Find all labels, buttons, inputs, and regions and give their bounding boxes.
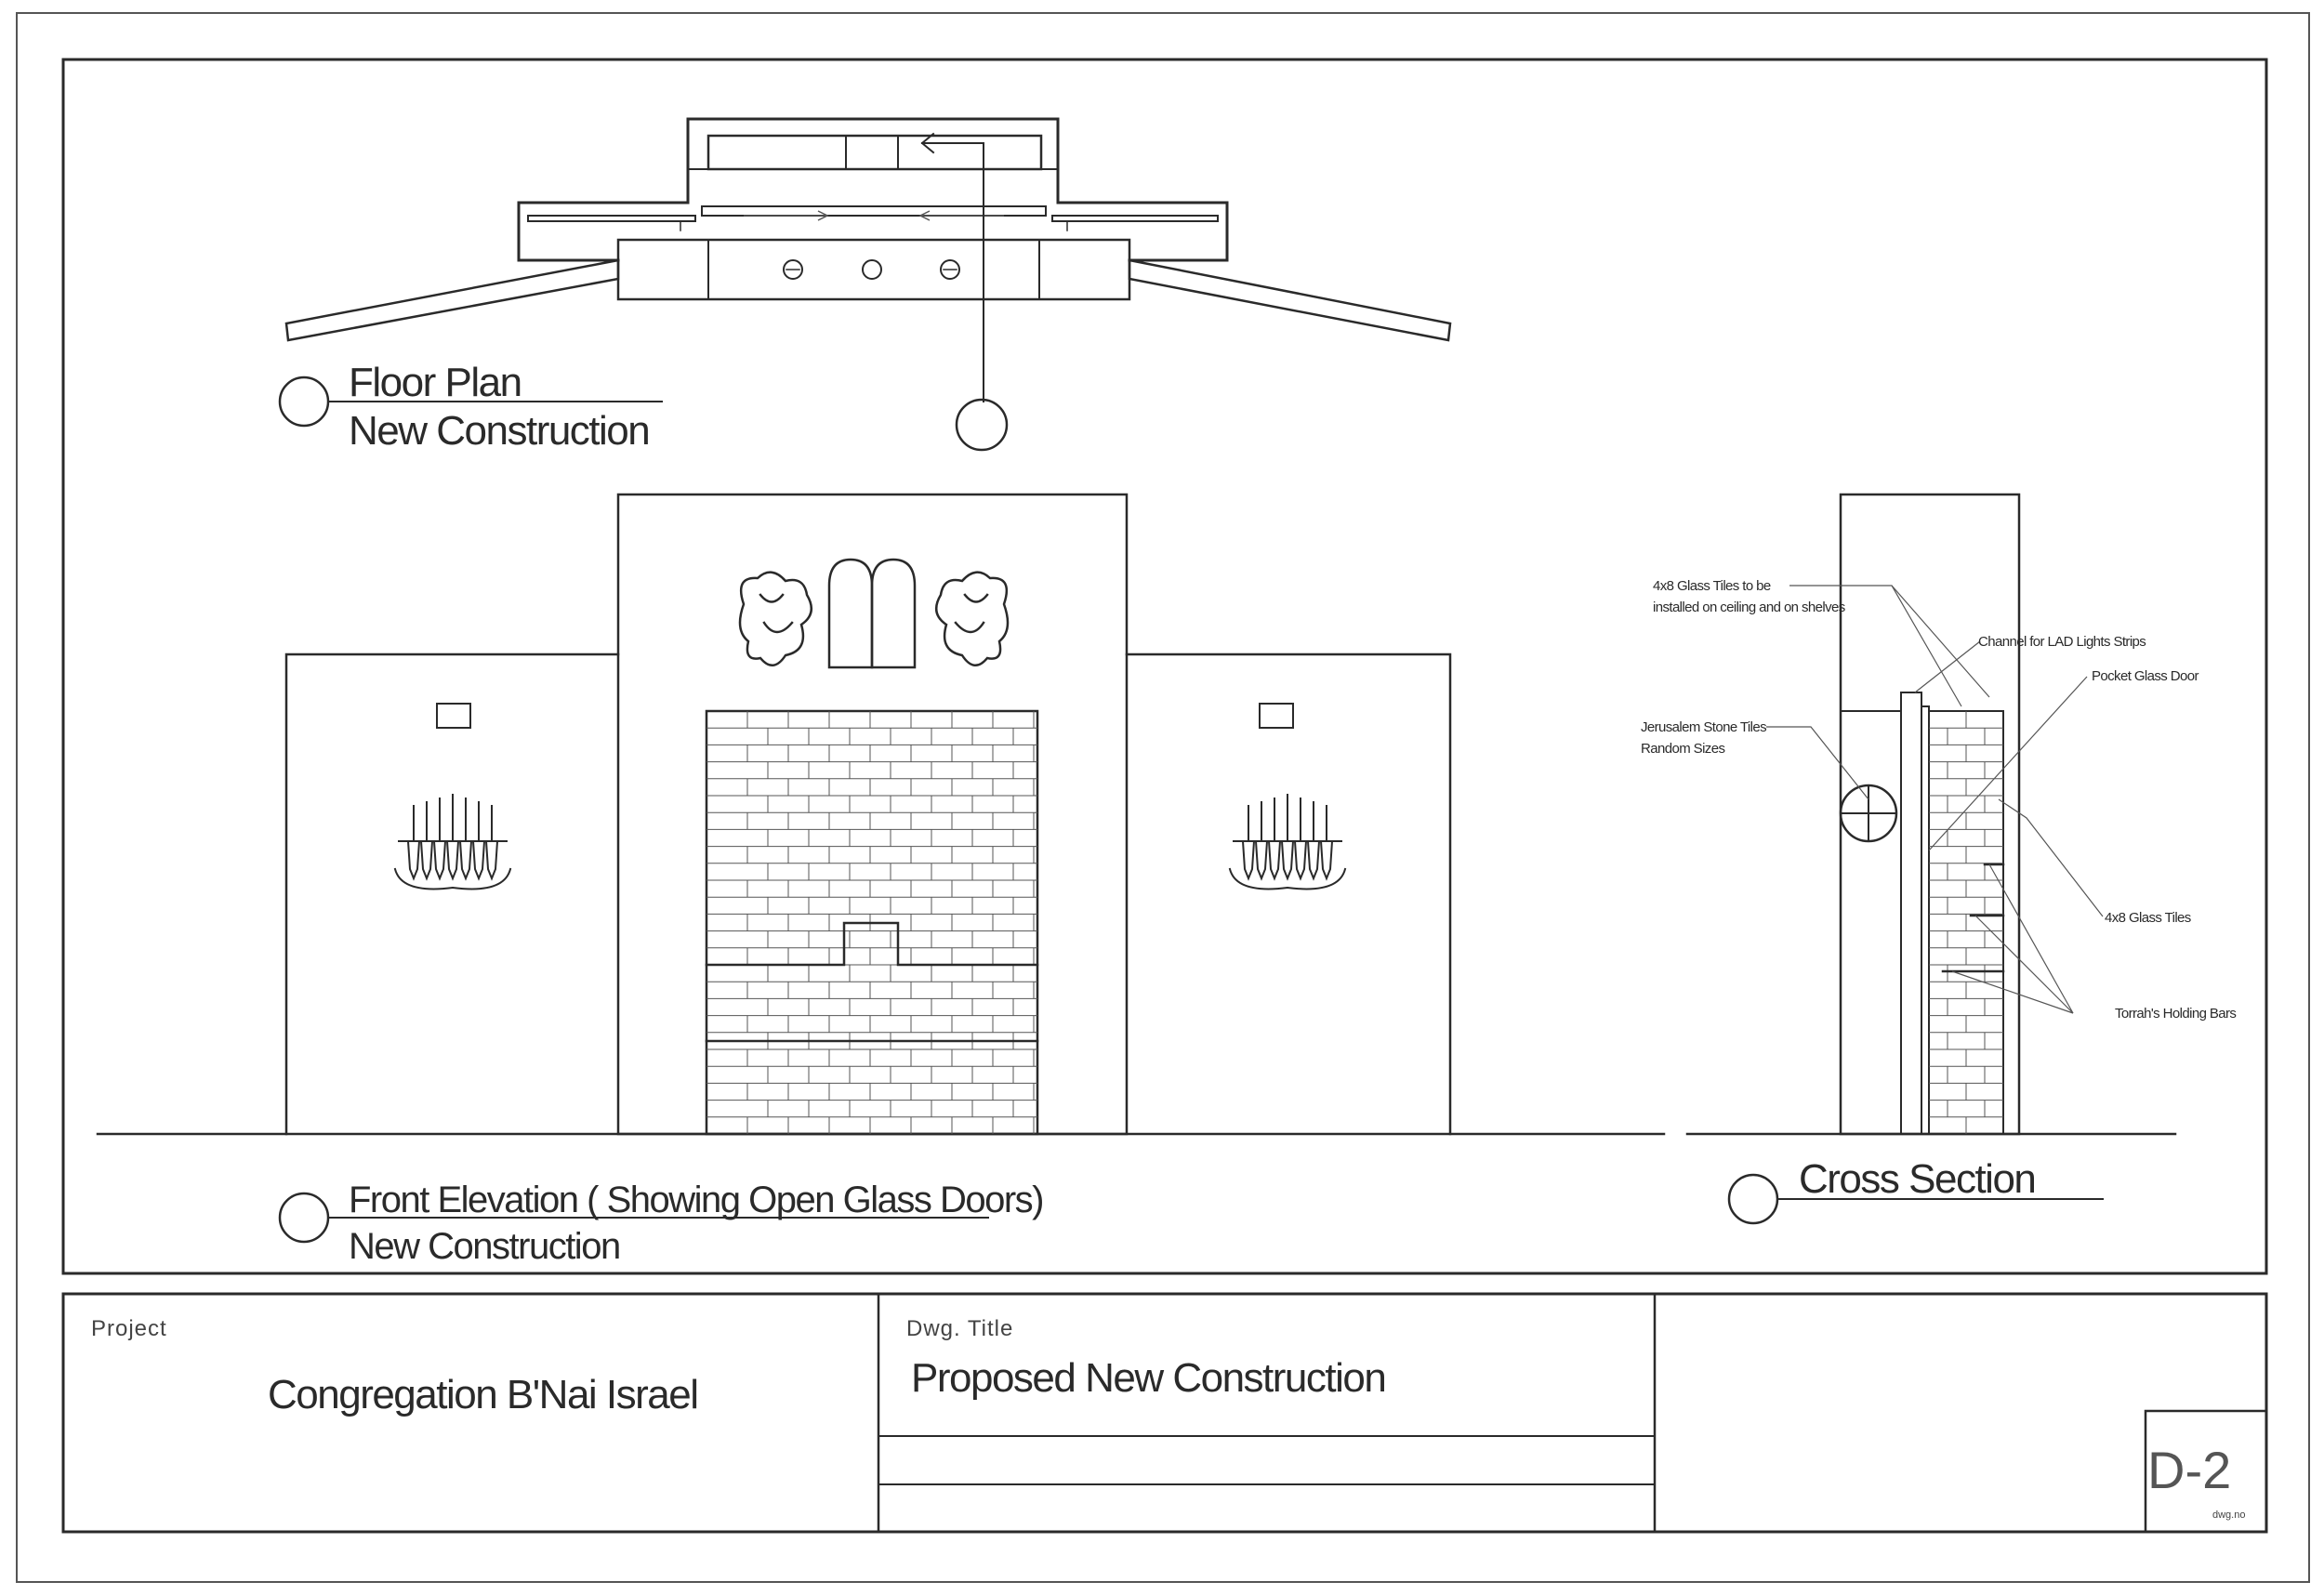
front-elevation-drawing <box>96 493 1666 1136</box>
dwg-title: Proposed New Construction <box>911 1355 1385 1401</box>
note-pocket-door: Pocket Glass Door <box>2092 668 2199 684</box>
cross-section-drawing <box>1685 493 2177 1136</box>
dwg-no-label: dwg.no <box>2212 1509 2245 1521</box>
menorah-left <box>393 794 512 890</box>
menorah-right <box>1228 794 1347 890</box>
note-glass-tiles-1: 4x8 Glass Tiles to be <box>1653 578 1771 594</box>
note-holding-bars: Torrah's Holding Bars <box>2115 1006 2236 1022</box>
outer-border <box>16 12 2310 1583</box>
front-elevation-marker <box>278 1192 330 1244</box>
note-jerusalem-2: Random Sizes <box>1641 741 1724 757</box>
note-jerusalem-1: Jerusalem Stone Tiles <box>1641 719 1766 735</box>
floor-plan-drawing <box>284 117 1452 452</box>
floor-plan-marker <box>278 376 330 428</box>
cross-section-marker <box>1727 1173 1779 1225</box>
drawing-frame <box>61 58 2268 1275</box>
project-name: Congregation B'Nai Israel <box>268 1372 698 1417</box>
dwg-title-label: Dwg. Title <box>906 1316 1013 1341</box>
floor-plan-subtitle: New Construction <box>349 408 649 454</box>
note-glass-tiles-2: installed on ceiling and on shelves <box>1653 600 1845 615</box>
project-label: Project <box>91 1316 167 1341</box>
front-elevation-subtitle: New Construction <box>349 1226 620 1267</box>
dwg-no: D-2 <box>2147 1441 2231 1499</box>
front-elevation-title: Front Elevation ( Showing Open Glass Doo… <box>349 1180 1043 1220</box>
note-channel: Channel for LAD Lights Strips <box>1978 634 2146 650</box>
floor-plan-title: Floor Plan <box>349 360 522 405</box>
note-glass-tiles: 4x8 Glass Tiles <box>2105 910 2191 926</box>
dwg-no-box <box>2144 1409 2268 1534</box>
cross-section-title: Cross Section <box>1799 1156 2035 1202</box>
